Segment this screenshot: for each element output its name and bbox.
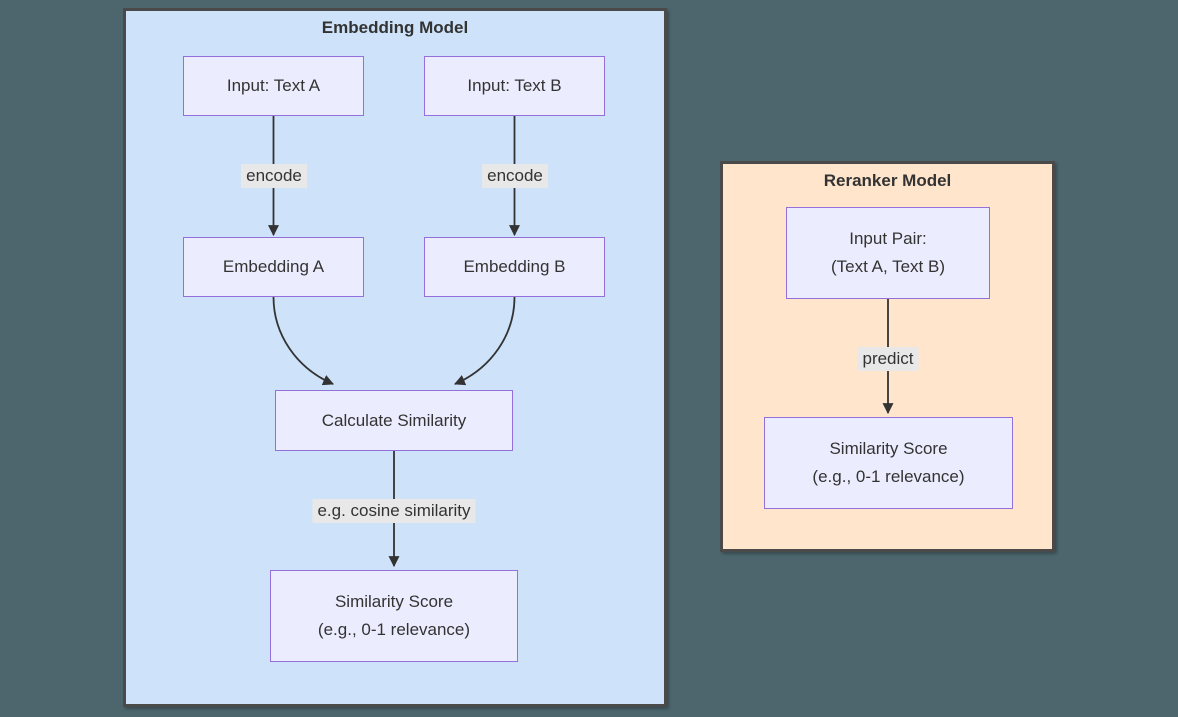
node-embedding-a: Embedding A: [183, 237, 364, 297]
node-label-line1: Input Pair:: [849, 229, 927, 248]
node-label: Embedding B: [463, 257, 566, 276]
node-label: Input: Text B: [467, 76, 562, 95]
node-label-line1: Similarity Score: [334, 592, 454, 611]
node-input-text-a: Input: Text A: [183, 56, 364, 116]
node-embedding-b: Embedding B: [424, 237, 605, 297]
edge-label-encode-b: encode: [482, 164, 548, 188]
edge-label-encode-a: encode: [241, 164, 307, 188]
node-input-text-b: Input: Text B: [424, 56, 605, 116]
node-label-line2: (e.g., 0-1 relevance): [812, 467, 965, 486]
node-similarity-score-reranker: Similarity Score (e.g., 0-1 relevance): [764, 417, 1013, 509]
embedding-model-title: Embedding Model: [321, 18, 469, 37]
node-calculate-similarity: Calculate Similarity: [275, 390, 513, 451]
node-input-pair: Input Pair: (Text A, Text B): [786, 207, 990, 299]
reranker-model-title: Reranker Model: [823, 171, 952, 190]
node-label-line2: (e.g., 0-1 relevance): [317, 620, 471, 639]
node-label-line2: (Text A, Text B): [830, 257, 945, 276]
node-label: Embedding A: [222, 257, 325, 276]
node-label: Input: Text A: [226, 76, 321, 95]
edge-label-cosine-similarity: e.g. cosine similarity: [312, 499, 476, 523]
node-label-line1: Similarity Score: [829, 439, 948, 458]
node-label: Calculate Similarity: [321, 410, 467, 430]
node-similarity-score-embedding: Similarity Score (e.g., 0-1 relevance): [270, 570, 518, 662]
edge-label-predict: predict: [857, 347, 919, 371]
